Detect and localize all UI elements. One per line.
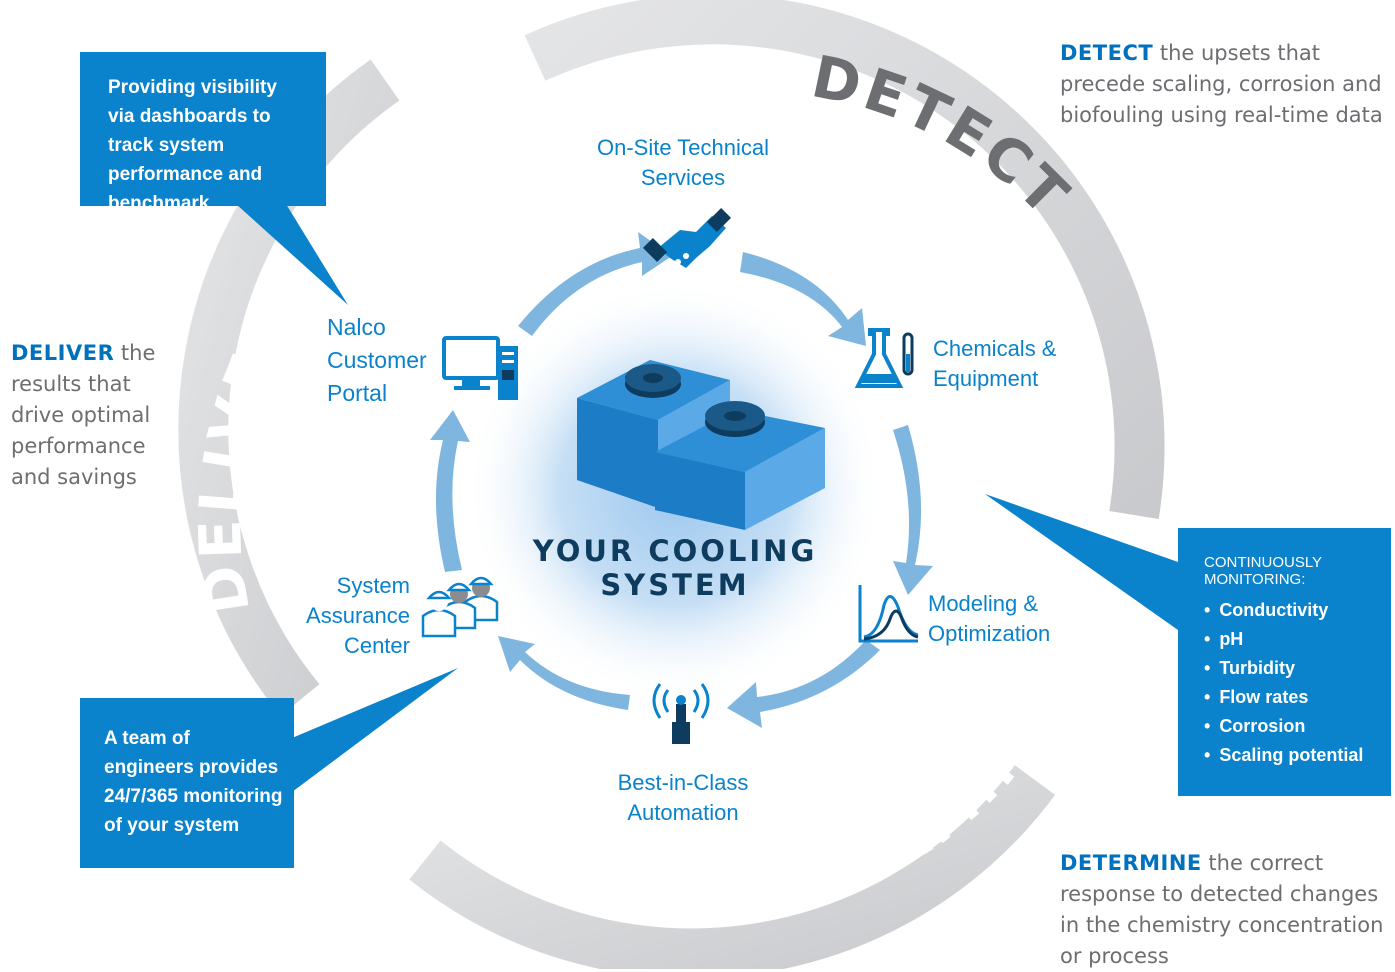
callout-pointer-monitoring [985,494,1178,630]
monitoring-item: Corrosion [1204,712,1381,741]
node-assurance-label: System Assurance Center [306,573,410,658]
arrow-assurance-to-portal [430,410,470,572]
deliver-description: DELIVER the results that drive optimal p… [11,341,156,489]
monitoring-item: Flow rates [1204,683,1381,712]
monitoring-item: pH [1204,625,1381,654]
node-chemicals-label: Chemicals & Equipment [933,336,1057,391]
engineers-icon [421,576,499,638]
callout-pointer-dashboards [236,204,348,305]
arrow-onsite-to-chemicals [740,252,866,346]
monitoring-title: CONTINUOUSLY MONITORING: [1204,554,1323,588]
node-onsite-label: On-Site Technical Services [596,135,769,190]
center-title: YOUR COOLING SYSTEM [532,534,818,602]
monitoring-item: Scaling potential [1204,741,1381,770]
chart-curve-icon [858,585,919,643]
flask-icon [854,328,914,388]
node-portal-label: Nalco Customer Portal [327,314,427,406]
monitoring-item: Turbidity [1204,654,1381,683]
arrow-portal-to-onsite [518,232,672,336]
arrow-automation-to-assurance [498,636,630,710]
cooling-tower-blocks-icon [577,360,825,530]
node-automation-label: Best-in-Class Automation [617,770,749,825]
callout-monitoring: CONTINUOUSLY MONITORING: Conductivity pH… [1178,528,1391,796]
antenna-icon [652,683,710,744]
arrow-chemicals-to-modeling [893,425,933,595]
handshake-icon [642,207,732,268]
ring-arc-determine [409,765,1056,969]
computer-icon [442,336,518,400]
callout-engineers: A team of engineers provides 24/7/365 mo… [80,698,294,868]
inner-arrows [430,232,933,728]
arrow-modeling-to-automation [727,640,880,728]
detect-description: DETECT the upsets that precede scaling, … [1060,41,1383,127]
monitoring-list: Conductivity pH Turbidity Flow rates Cor… [1204,596,1381,770]
determine-description: DETERMINE the correct response to detect… [1060,851,1384,968]
node-modeling-label: Modeling & Optimization [928,591,1051,646]
callout-pointer-engineers [292,668,458,792]
monitoring-item: Conductivity [1204,596,1381,625]
ring-arc-detect [524,0,1165,519]
callout-dashboards: Providing visibility via dashboards to t… [80,52,326,214]
